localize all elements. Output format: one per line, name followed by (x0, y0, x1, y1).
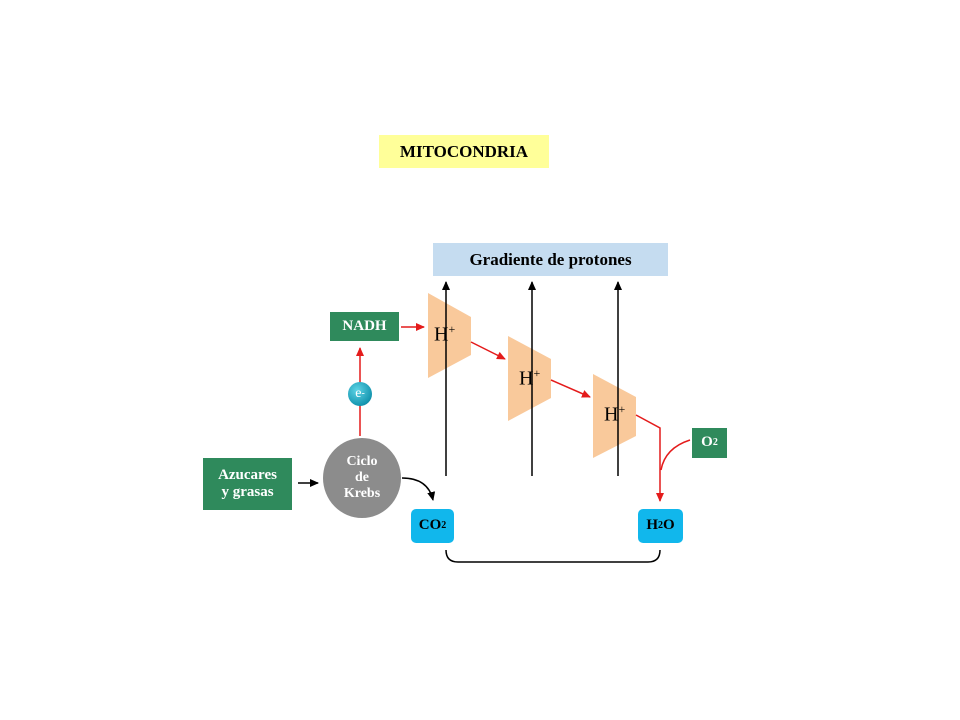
bracket (445, 549, 661, 563)
arrow-krebs-co2 (401, 477, 436, 501)
diagram-title: MITOCONDRIA (379, 135, 549, 168)
proton-pump-1 (428, 293, 471, 378)
electron-icon: e- (348, 382, 372, 406)
proton-1-base: H (434, 323, 449, 346)
sugars-line-1: Azucares (218, 466, 277, 483)
electron-base: e (355, 385, 362, 401)
water-base: H (646, 517, 658, 534)
oxygen-sub: 2 (712, 437, 718, 449)
proton-pump-3 (593, 374, 636, 458)
water-tail: O (663, 517, 675, 534)
electron-charge: - (361, 388, 365, 400)
arrow-oxygen-water (660, 439, 691, 471)
proton-3-charge: + (618, 402, 626, 416)
krebs-line-3: Krebs (343, 486, 381, 502)
proton-2-base: H (519, 367, 534, 390)
proton-pump-2 (508, 336, 551, 421)
proton-1-charge: + (448, 322, 456, 336)
oxygen-base: O (701, 434, 713, 451)
proton-3-base: H (604, 403, 619, 426)
krebs-cycle: Ciclo de Krebs (323, 438, 401, 518)
sugars-fats-label: Azucares y grasas (203, 458, 292, 510)
sugars-line-2: y grasas (221, 484, 274, 500)
co2-base: CO (418, 517, 442, 534)
arrow-pump3-water (635, 414, 664, 502)
proton-label-1: H+ (434, 322, 455, 347)
arrow-pump1-pump2 (470, 341, 506, 360)
water-sub: 2 (658, 520, 663, 532)
krebs-line-2: de (355, 469, 369, 485)
proton-label-2: H+ (519, 366, 540, 391)
nadh-label: NADH (330, 312, 399, 341)
proton-gradient-label: Gradiente de protones (433, 243, 668, 276)
arrow-pump2-pump3 (550, 379, 591, 398)
co2-sub: 2 (441, 520, 447, 532)
krebs-line-1: Ciclo (346, 453, 378, 469)
proton-2-charge: + (533, 366, 541, 380)
proton-label-3: H+ (604, 402, 625, 427)
